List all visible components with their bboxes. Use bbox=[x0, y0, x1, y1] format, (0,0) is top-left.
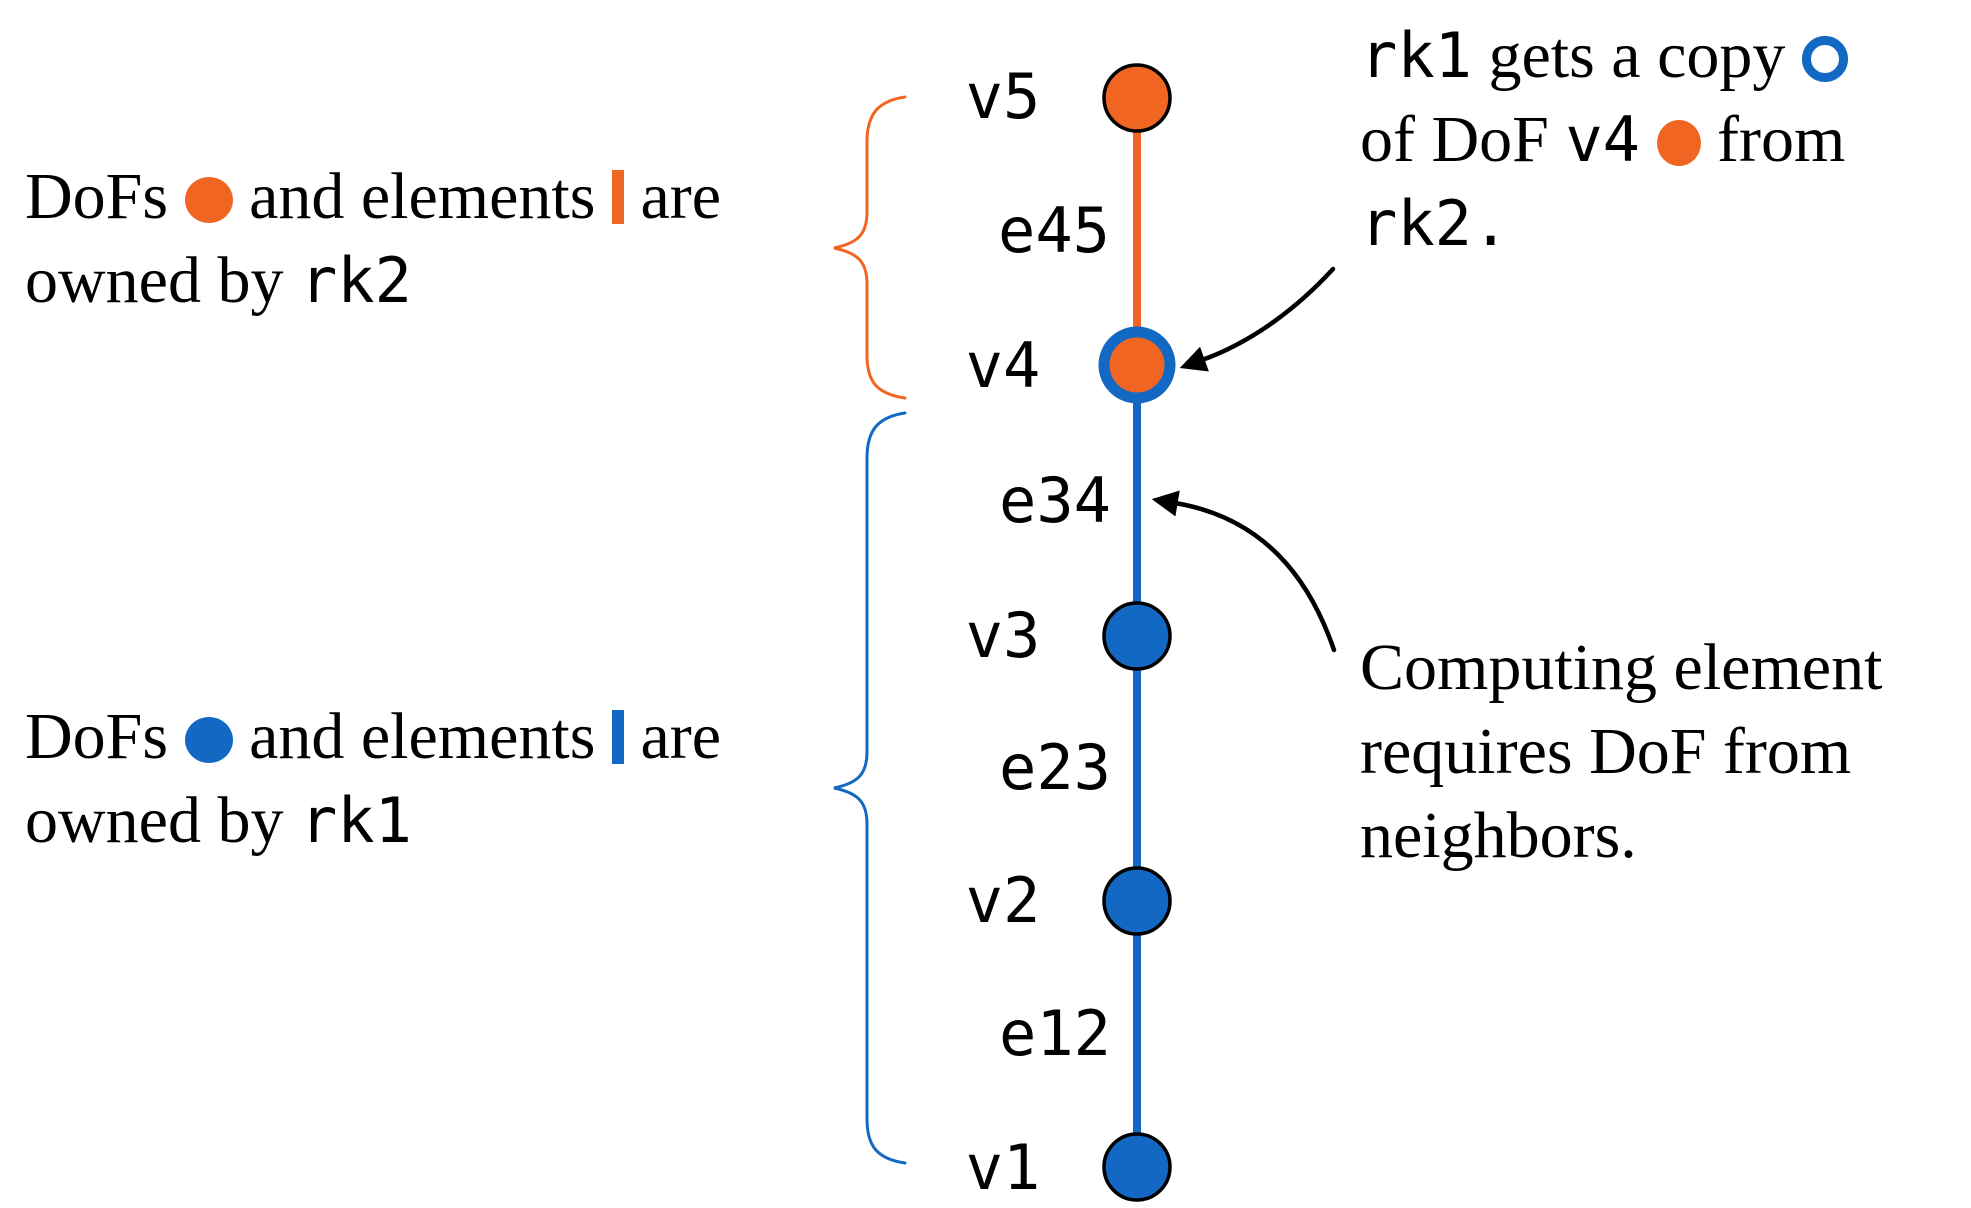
rk2-brace bbox=[833, 95, 907, 400]
legend-rk2-line2: owned by rk2 bbox=[25, 239, 721, 323]
copy-note-line2: of DoF v4 from bbox=[1360, 98, 1848, 182]
label-v2: v2 bbox=[965, 864, 1041, 937]
orange-dof-icon bbox=[184, 177, 233, 223]
legend-rk2: DoFs and elements are owned by rk2 bbox=[25, 155, 721, 323]
vertex-v2 bbox=[1102, 866, 1172, 936]
legend-rk1-line2: owned by rk1 bbox=[25, 779, 721, 863]
copy-note: rk1 gets a copy of DoF v4 from rk2. bbox=[1360, 14, 1848, 266]
copy-note-from-text: from bbox=[1700, 103, 1846, 176]
label-e45: e45 bbox=[998, 194, 1110, 267]
blue-dof-icon bbox=[184, 717, 233, 763]
label-e34: e34 bbox=[999, 464, 1111, 537]
orange-dof-icon bbox=[1656, 120, 1701, 166]
blue-open-circle-icon bbox=[1801, 36, 1848, 82]
copy-note-rank2: rk2. bbox=[1360, 187, 1510, 260]
copy-note-arrow bbox=[1179, 266, 1336, 372]
legend-rk2-dofs-text: DoFs bbox=[25, 160, 185, 233]
label-v1: v1 bbox=[965, 1131, 1041, 1204]
orange-element-bar-icon bbox=[611, 170, 624, 224]
legend-rk1-elements-text: and elements bbox=[232, 700, 612, 773]
legend-rk2-rank: rk2 bbox=[299, 244, 412, 317]
copy-note-line1: rk1 gets a copy bbox=[1360, 14, 1848, 98]
blue-element-bar-icon bbox=[611, 710, 624, 764]
compute-note-line2: requires DoF from bbox=[1360, 715, 1852, 788]
label-e23: e23 bbox=[999, 731, 1111, 804]
copy-note-v4: v4 bbox=[1565, 103, 1641, 176]
legend-rk1-dofs-text: DoFs bbox=[25, 700, 185, 773]
compute-note-arrow bbox=[1151, 490, 1337, 653]
legend-rk1: DoFs and elements are owned by rk1 bbox=[25, 695, 721, 863]
legend-rk2-elements-text: and elements bbox=[232, 160, 612, 233]
vertex-v3 bbox=[1102, 601, 1172, 671]
label-v4: v4 bbox=[965, 329, 1041, 402]
legend-rk2-line1: DoFs and elements are bbox=[25, 155, 721, 239]
label-v3: v3 bbox=[965, 599, 1041, 672]
vertex-v1 bbox=[1102, 1132, 1172, 1202]
legend-rk2-are-text: are bbox=[623, 160, 722, 233]
copy-note-rank1: rk1 bbox=[1360, 19, 1472, 92]
label-e12: e12 bbox=[999, 997, 1111, 1070]
copy-note-ofdof-text: of DoF bbox=[1360, 103, 1566, 176]
vertex-v5 bbox=[1102, 63, 1172, 133]
legend-rk1-line1: DoFs and elements are bbox=[25, 695, 721, 779]
compute-note-line3: neighbors. bbox=[1360, 799, 1637, 872]
rk1-brace bbox=[833, 411, 907, 1165]
copy-note-gets-text: gets a copy bbox=[1471, 19, 1802, 92]
compute-note-line1: Computing element bbox=[1360, 631, 1883, 704]
compute-note: Computing element requires DoF from neig… bbox=[1360, 626, 1882, 878]
vertex-v4-shared-copy bbox=[1098, 326, 1176, 404]
legend-rk2-owned-text: owned by bbox=[25, 244, 300, 317]
legend-rk1-are-text: are bbox=[623, 700, 722, 773]
legend-rk1-owned-text: owned by bbox=[25, 784, 300, 857]
label-v5: v5 bbox=[965, 60, 1041, 133]
legend-rk1-rank: rk1 bbox=[299, 784, 412, 857]
copy-note-line3: rk2. bbox=[1360, 182, 1848, 266]
